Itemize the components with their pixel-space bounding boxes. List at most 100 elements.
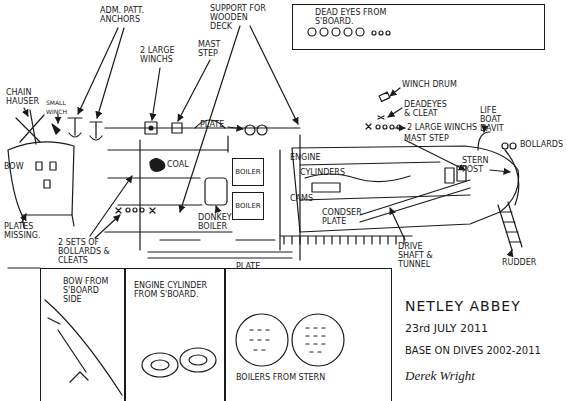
cams <box>312 183 340 192</box>
part-label: MAST STEP <box>404 134 464 143</box>
stern-post <box>505 150 519 205</box>
drive-shaft <box>360 180 470 222</box>
leader-line <box>388 108 402 117</box>
detail-panel: BOILERS FROM STERN <box>225 268 392 401</box>
part-label: PLATE <box>236 262 271 271</box>
frame <box>140 135 300 260</box>
part-label: LIFE BOAT DAVIT <box>480 106 516 133</box>
part-label: RUDDER <box>502 258 542 267</box>
plate <box>160 239 275 240</box>
part-label: DRIVE SHAFT & TUNNEL <box>398 242 448 269</box>
stern-section <box>280 92 522 250</box>
deadeye <box>332 28 340 36</box>
coal <box>150 159 165 172</box>
boiler-tubes <box>306 328 325 352</box>
part-label: MAST STEP <box>198 40 228 58</box>
boiler-tubes <box>250 330 269 350</box>
node-text: BOILER <box>233 193 263 219</box>
part-label: STERN POST <box>462 156 492 174</box>
leader-line <box>22 214 26 222</box>
glass <box>257 125 267 135</box>
panel-rule <box>8 267 40 268</box>
anchor <box>90 122 102 140</box>
winch <box>145 122 157 134</box>
bollard <box>140 208 144 212</box>
leader-line <box>178 60 210 121</box>
cleat <box>116 208 155 213</box>
winch-drum <box>379 92 390 101</box>
part-label: CHAIN HAUSER <box>6 88 42 106</box>
deadeye-detail <box>308 28 390 36</box>
deadeye <box>372 31 376 35</box>
part-label: 2 LARGE WINCHS <box>407 123 482 132</box>
port-hole <box>44 180 50 188</box>
drawing-panel: DEAD EYES FROM S'BOARD. <box>292 4 545 50</box>
part-label: BOLLARDS <box>520 140 565 149</box>
deadeye <box>308 28 316 36</box>
part-label: ENGINE <box>290 153 330 162</box>
deadeye <box>383 125 387 129</box>
part-label: BASE ON DIVES 2002-2011 <box>405 345 560 357</box>
cleat <box>378 116 384 119</box>
rudder <box>498 202 522 250</box>
chain-hauser <box>16 110 44 144</box>
deadeye <box>386 31 390 35</box>
part-label: ADM. PATT. ANCHORS <box>100 6 150 24</box>
port-hole <box>36 162 42 170</box>
leader-line <box>90 176 132 236</box>
boiler-end <box>292 314 344 366</box>
bollard <box>126 208 130 212</box>
leader-line <box>490 170 510 172</box>
detail-panel: BOW FROM S'BOARD SIDE <box>40 268 125 401</box>
part-label: CAMS <box>290 194 315 203</box>
node-text: BOW FROM S'BOARD SIDE <box>63 277 118 304</box>
leader-line <box>152 68 160 120</box>
cleat <box>366 124 371 129</box>
glass <box>245 125 255 135</box>
leader-line <box>405 140 465 170</box>
deadeye <box>376 125 380 129</box>
deadeye <box>320 28 328 36</box>
bollard <box>502 143 508 149</box>
leader-line <box>24 108 28 116</box>
donkey-boiler <box>205 178 227 205</box>
leader-line <box>510 250 512 256</box>
leader-line <box>180 26 240 212</box>
deadeye <box>344 28 352 36</box>
engine-cylinder <box>142 353 178 377</box>
winch <box>445 168 454 183</box>
bollard <box>510 143 516 149</box>
leader-line <box>78 28 118 114</box>
leader-line <box>57 114 58 123</box>
part-label: DONKEY BOILER <box>198 213 234 231</box>
node-text: BOILER <box>233 159 263 185</box>
bow-sketch <box>45 300 122 395</box>
leader-line <box>216 206 218 212</box>
small-winch <box>52 124 60 134</box>
boiler-end <box>236 314 288 366</box>
part-label: DEADEYES & CLEAT <box>404 100 449 118</box>
bow-hull <box>8 142 74 215</box>
part-label: PLATES MISSING. <box>4 222 46 240</box>
engine-cylinder <box>180 348 216 372</box>
hull-line <box>300 162 470 200</box>
bollard <box>133 208 137 212</box>
davit <box>478 132 490 150</box>
engine-cylinder <box>189 355 207 365</box>
part-label: WINCH DRUM <box>402 80 462 89</box>
part-label: SUPPORT FOR WOODEN DECK <box>210 4 272 31</box>
detail-panel: ENGINE CYLINDER FROM S'BOARD. <box>125 268 225 401</box>
node-text: DEAD EYES FROM S'BOARD. <box>315 8 405 26</box>
leader-line <box>95 215 120 238</box>
port-hole <box>50 162 56 170</box>
part-label: 2 LARGE WINCHS <box>140 46 180 64</box>
leader-line <box>390 88 400 96</box>
part-label: 23rd JULY 2011 <box>405 322 555 335</box>
part-label: 2 SETS OF BOLLARDS & CLEATS <box>58 238 120 265</box>
leader-line <box>250 26 298 124</box>
part-label: Derek Wright <box>405 368 525 383</box>
leader-line <box>97 28 124 118</box>
ink <box>8 26 522 395</box>
